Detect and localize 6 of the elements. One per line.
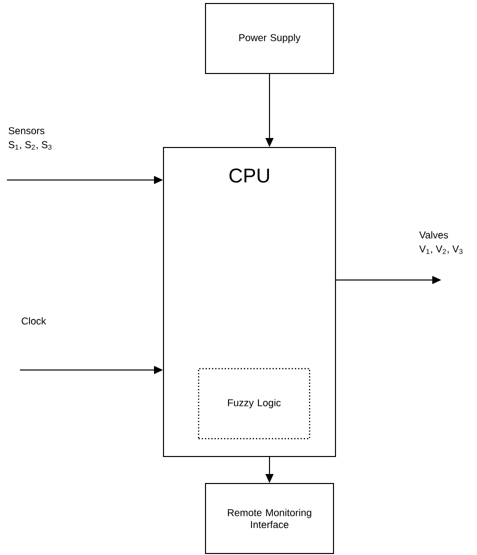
text-label: Sensors S$_{1}$, S$_{2}$, S$_{3}$ (8, 127, 52, 150)
process-box: Power Supply (205, 3, 334, 74)
dotted-box: Fuzzy Logic (198, 368, 310, 440)
text-label: Valves V$_{1}$, V$_{2}$, V$_{3}$ (419, 231, 463, 254)
process-box: Remote Monitoring Interface (205, 483, 334, 554)
text-label: Clock (22, 317, 46, 324)
